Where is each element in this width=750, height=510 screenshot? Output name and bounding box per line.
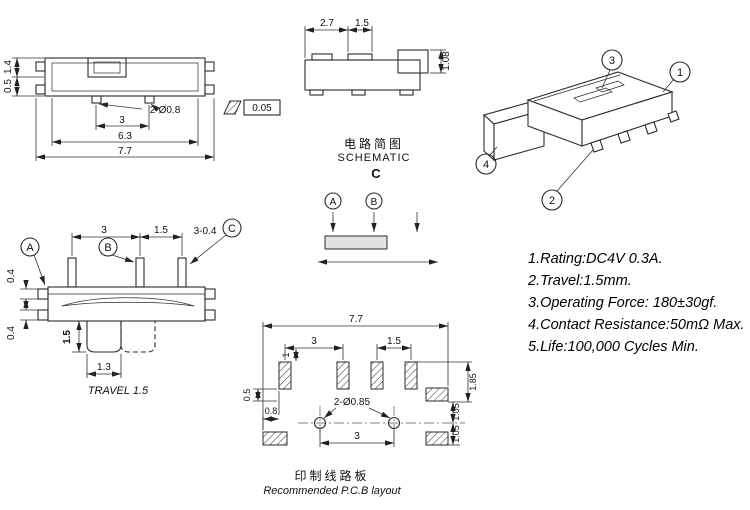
pcb-title-en: Recommended P.C.B layout [263, 485, 401, 497]
dim-pcb-hole-pitch: 3 [319, 430, 395, 447]
schematic-title-cn: 电路简图 [344, 136, 404, 151]
dim-label-hole-pitch-3: 3 [354, 431, 360, 442]
schematic-common-label: C [371, 166, 381, 181]
terminal-b-label: B [371, 197, 378, 208]
dim-label-1-05-b: 1.05 [451, 425, 461, 443]
top-view-outline [35, 57, 215, 104]
balloon-3: 3 [601, 49, 623, 89]
balloon-1: 1 [662, 61, 691, 93]
dim-side-a: 2.7 [304, 18, 349, 58]
dim-pcb-offset-a: 0.5 [242, 388, 277, 402]
dim-front-pitch-bc: 1.5 [140, 225, 183, 256]
dim-label-tab-a: 0.4 [6, 269, 17, 283]
travel-label: TRAVEL 1.5 [88, 385, 149, 397]
schematic: 电路简图 SCHEMATIC C A B [318, 136, 438, 265]
dim-label-1-05-a: 1.05 [451, 403, 461, 421]
pcb-pads [262, 361, 449, 446]
terminal-balloon-a: A [20, 237, 46, 286]
dim-label-knob-height: 1.5 [62, 330, 73, 344]
dim-label-6-3: 6.3 [118, 131, 132, 142]
slider-shaft [86, 321, 122, 353]
dim-label-1-85: 1.85 [468, 373, 478, 391]
terminal-b-balloon-label: B [104, 242, 111, 254]
dim-knob-height: 1.5 [62, 321, 86, 353]
dim-label-pad-1: 1 [281, 352, 291, 357]
schematic-slider-contact [324, 235, 388, 250]
dim-label-pcb-3: 3 [311, 336, 317, 347]
front-view-outline [37, 257, 216, 353]
note-operating-force: 3.Operating Force: 180±30gf. [528, 295, 717, 311]
dim-top-height-b: 0.5 [3, 77, 44, 97]
dim-label-pcb-1-5: 1.5 [387, 336, 401, 347]
terminal-a-label: A [330, 197, 337, 208]
dim-label-pcb-7-7: 7.7 [349, 314, 363, 325]
balloon-2-label: 2 [549, 195, 555, 207]
balloon-3-label: 3 [609, 55, 615, 67]
dim-pcb-overall: 7.7 [262, 314, 449, 430]
pcb-title-cn: 印制线路板 [294, 468, 369, 483]
balloon-2: 2 [541, 149, 594, 211]
dim-side-height: 1.08 [430, 49, 452, 74]
terminal-balloon-b: B [98, 237, 135, 263]
dim-label-holes: 2-Ø0.85 [334, 397, 371, 408]
dim-label-front-1-5: 1.5 [154, 225, 168, 236]
pcb-layout: 7.7 3 1.5 1 0.5 0.8 [242, 314, 478, 497]
dim-label-pitch-3: 3 [119, 115, 125, 126]
iso-view: 3 1 4 2 [475, 49, 691, 211]
flatness-tolerance-frame: 0.05 [223, 99, 281, 116]
balloon-4: 4 [475, 146, 498, 175]
dim-label-pin-width: 3-0.4 [194, 226, 217, 237]
dim-label-1-4: 1.4 [3, 60, 14, 74]
dim-pcb-right-chain: 1.85 1.05 1.05 [417, 361, 478, 446]
terminal-a-balloon-label: A [26, 242, 34, 254]
dim-pcb-holes: 2-Ø0.85 [323, 397, 391, 419]
terminal-c-balloon-label: C [228, 223, 236, 235]
dim-label-front-3: 3 [101, 225, 107, 236]
schematic-terminal-a: A [324, 192, 342, 232]
side-view-outline [304, 49, 429, 96]
dim-knob-width: 1.3 [86, 354, 122, 378]
schematic-terminal-b: B [365, 192, 383, 232]
dim-pin-diameter: 2-Ø0.8 [98, 102, 181, 116]
note-life: 5.Life:100,000 Cycles Min. [528, 339, 699, 355]
tolerance-value: 0.05 [252, 103, 272, 114]
dim-label-knob-width: 1.3 [97, 362, 111, 373]
pcb-holes [298, 406, 465, 442]
note-rating: 1.Rating:DC4V 0.3A. [528, 251, 663, 267]
top-view: 1.4 0.5 2-Ø0.8 3 6.3 7.7 [3, 57, 281, 161]
note-contact-resistance: 4.Contact Resistance:50mΩ Max. [528, 317, 745, 333]
schematic-title-en: SCHEMATIC [338, 152, 411, 164]
notes: 1.Rating:DC4V 0.3A. 2.Travel:1.5mm. 3.Op… [527, 251, 745, 355]
dim-label-1-08: 1.08 [441, 51, 452, 71]
dim-side-b: 1.5 [348, 18, 373, 52]
dim-overall-width: 7.7 [35, 98, 215, 161]
dim-tab-lower: 0.4 [6, 301, 38, 340]
slider-shaft-alt-position [120, 321, 156, 353]
dim-label-2-7: 2.7 [320, 18, 334, 29]
dim-inner-width: 6.3 [51, 98, 199, 146]
dim-label-7-7: 7.7 [118, 146, 132, 157]
dim-pcb-pitch-ab: 3 [284, 336, 344, 360]
dim-label-0-8: 0.8 [265, 406, 278, 416]
dim-pcb-pitch-cd: 1.5 [376, 336, 412, 360]
dim-label-tab-b: 0.4 [6, 326, 17, 340]
side-view: 2.7 1.5 1.08 [304, 18, 452, 96]
terminal-balloon-c: C [189, 218, 242, 265]
note-travel: 2.Travel:1.5mm. [527, 273, 632, 289]
dim-top-height-a: 1.4 [3, 57, 44, 78]
dim-pcb-offset-b: 0.8 [262, 391, 280, 430]
dim-pin-pitch: 3 [95, 105, 150, 130]
balloon-4-label: 4 [483, 159, 489, 171]
dim-label-0-5: 0.5 [242, 389, 252, 402]
front-view: A B C 3 1.5 3-0.4 [6, 218, 242, 397]
dim-pcb-pad-length: 1 [281, 349, 299, 361]
dim-label-pin-dia: 2-Ø0.8 [150, 105, 181, 116]
dim-label-1-5: 1.5 [355, 18, 369, 29]
dim-label-0-5: 0.5 [3, 79, 14, 93]
iso-switch-body [526, 71, 680, 153]
dim-tab-upper: 0.4 [6, 269, 38, 308]
balloon-1-label: 1 [677, 67, 683, 79]
